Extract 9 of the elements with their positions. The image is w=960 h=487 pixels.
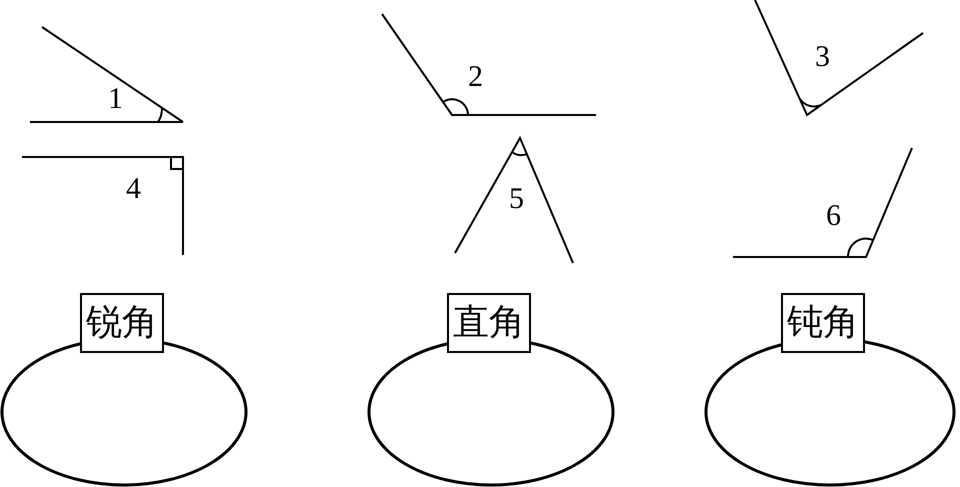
- angle-number: 3: [815, 42, 830, 72]
- angle-number: 5: [509, 184, 524, 214]
- category-label: 锐角: [80, 293, 164, 353]
- category-label: 钝角: [781, 293, 865, 353]
- angle-number: 4: [126, 174, 141, 204]
- angle-number: 1: [108, 84, 123, 114]
- angle-number: 2: [468, 62, 483, 92]
- category-label: 直角: [447, 293, 531, 353]
- angle-number: 6: [826, 201, 841, 231]
